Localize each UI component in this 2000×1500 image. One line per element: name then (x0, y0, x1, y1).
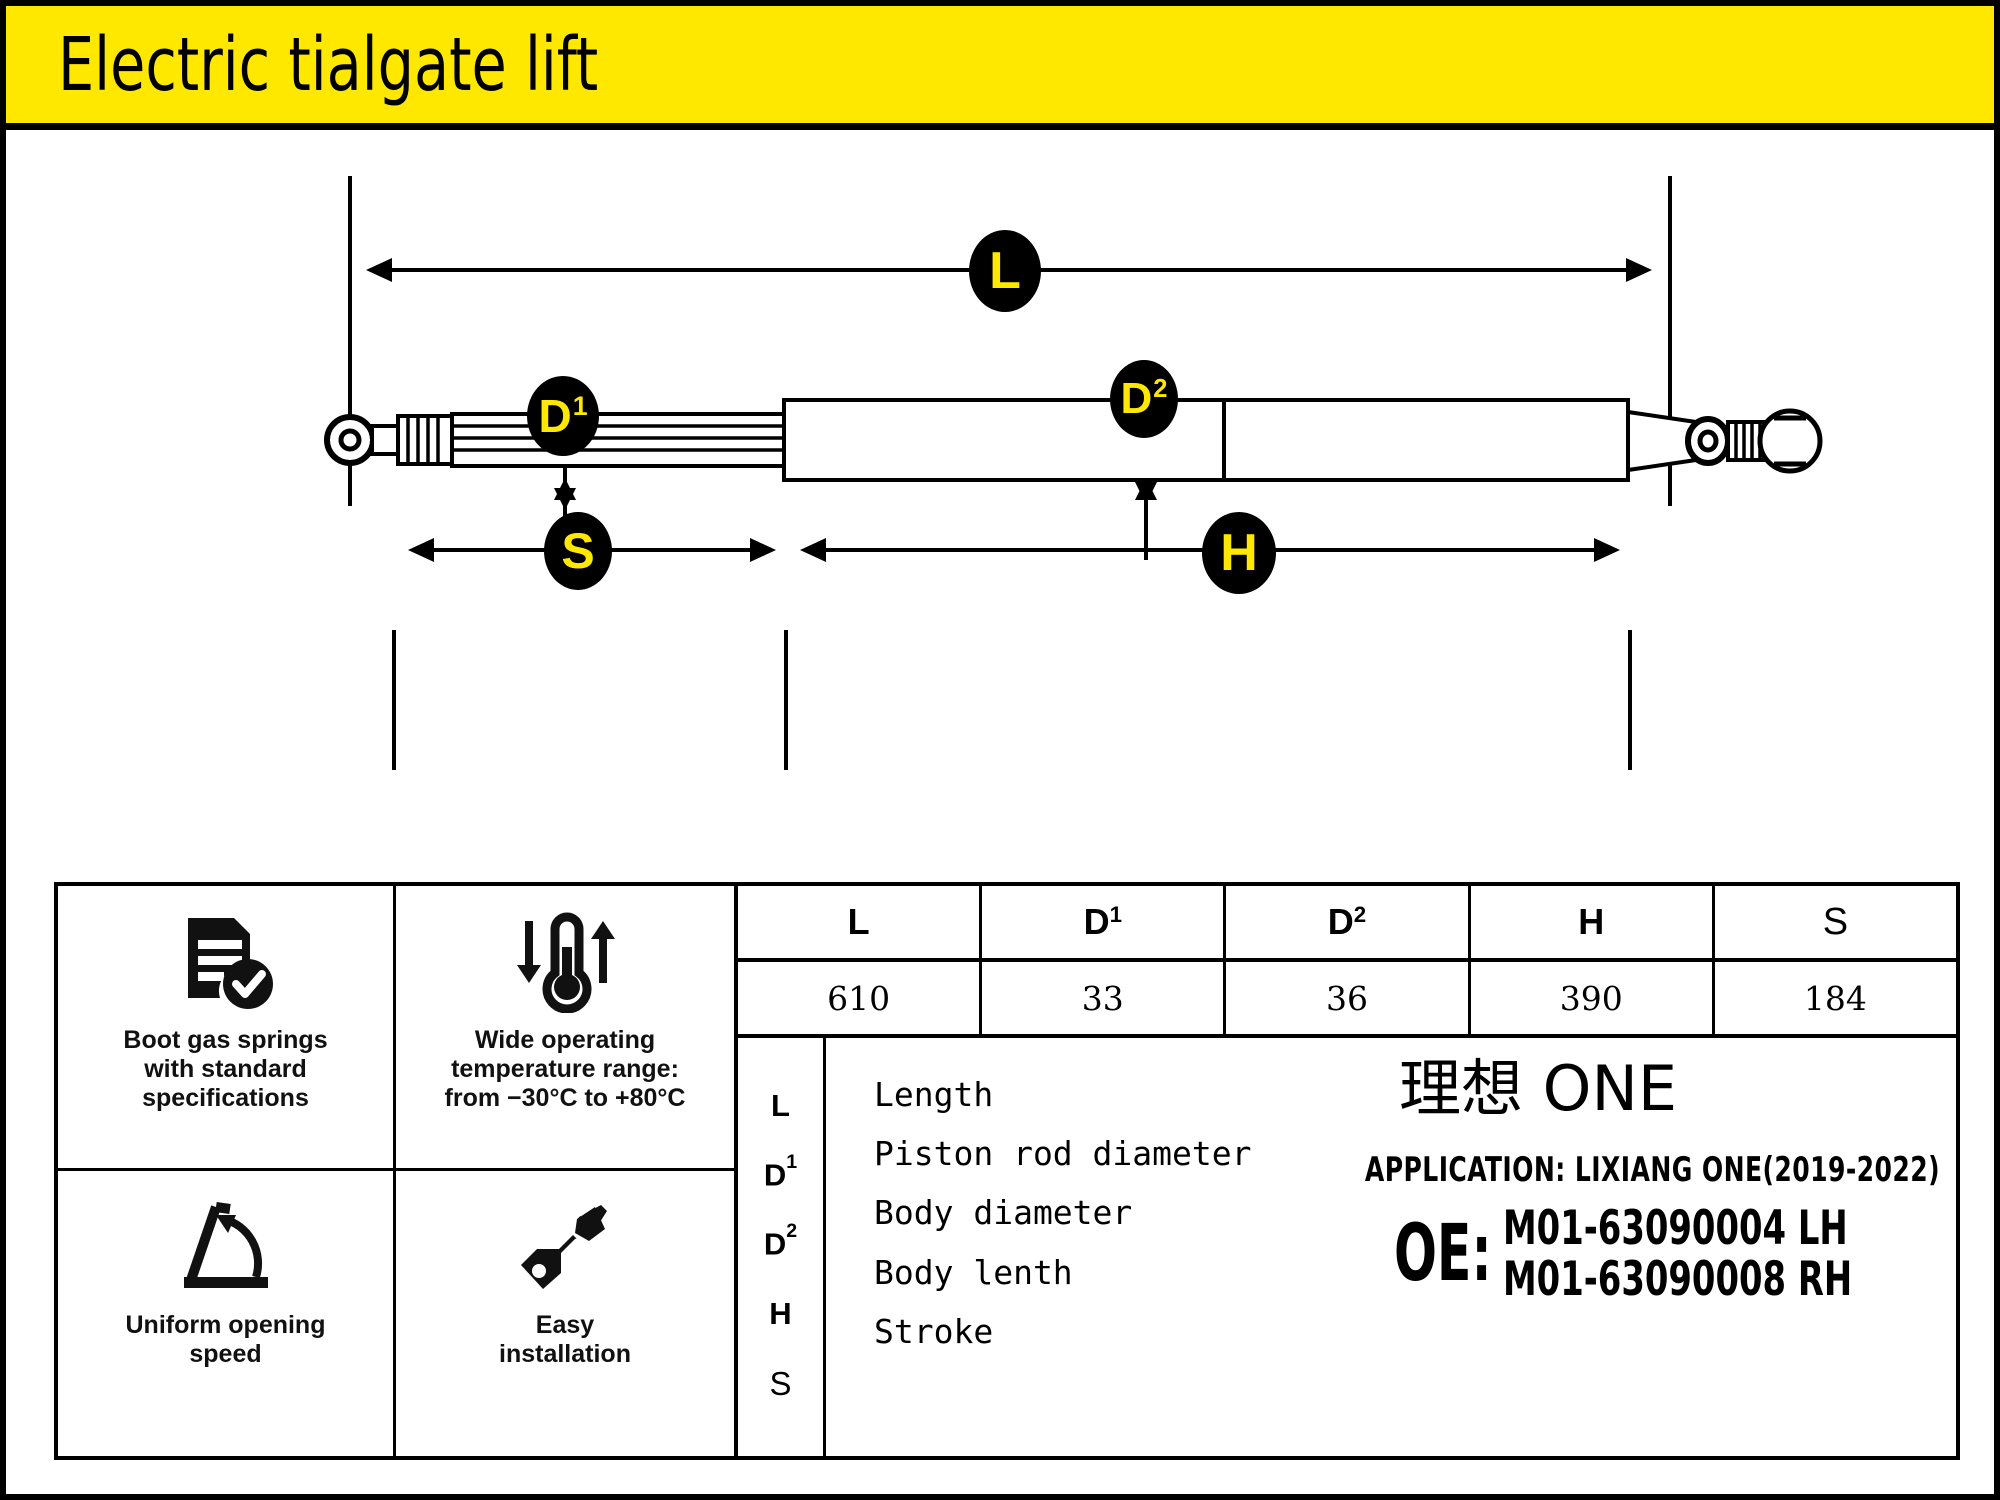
witness-line-stroke-left (392, 630, 396, 770)
spec-header-L-letter: L (847, 901, 870, 942)
wrench-icon (513, 1193, 617, 1301)
legend-key-S-letter: S (769, 1364, 792, 1402)
strut-body-rear (1222, 398, 1630, 482)
spec-value-D1: 33 (982, 962, 1227, 1034)
feature-cell-temperature-range: Wide operating temperature range: from −… (396, 886, 734, 1171)
oe-number-lh: M01-63090004 LH (1503, 1201, 1849, 1256)
opening-angle-icon (172, 1193, 280, 1301)
title-banner: Electric tialgate lift (6, 6, 1994, 130)
legend-key-D2-sup: 2 (786, 1220, 798, 1243)
spec-value-H: 390 (1471, 962, 1715, 1034)
arrowhead-S-right (750, 538, 776, 562)
spec-header-D2-sup: 2 (1353, 902, 1367, 928)
dimension-badge-L-letter: L (989, 242, 1021, 300)
arrowhead-L-left (366, 258, 392, 282)
legend-area: L D1 D2 H S (738, 1038, 1956, 1456)
leader-line-D2-bottom (1144, 498, 1148, 560)
dimension-badge-H: H (1202, 512, 1276, 594)
spec-header-H-letter: H (1578, 901, 1605, 942)
feature-label-standard-specs: Boot gas springs with standard specifica… (123, 1026, 328, 1112)
dimension-badge-D1-letter: D (538, 390, 572, 442)
brand-block: 理想 ONE APPLICATION: LIXIANG ONE(2019-202… (1180, 1058, 1940, 1306)
legend-key-D1-sup: 1 (786, 1150, 798, 1173)
dimension-badge-L: L (969, 230, 1041, 312)
arrowhead-H-right (1594, 538, 1620, 562)
legend-definition-piston-rod-diameter: Piston rod diameter (874, 1134, 1252, 1174)
legend-definition-body-diameter: Body diameter (874, 1193, 1133, 1233)
feature-cell-uniform-speed: Uniform opening speed (58, 1171, 396, 1456)
dimension-badge-D1-sup: 1 (572, 390, 588, 421)
spec-header-D1-sup: 1 (1109, 902, 1123, 928)
oe-number-rh: M01-63090008 RH (1503, 1251, 1853, 1307)
spec-header-D1-letter: D (1083, 901, 1110, 942)
oe-number-list: M01-63090004 LH M01-63090008 RH (1503, 1201, 1940, 1307)
dimension-badge-S: S (544, 512, 612, 590)
arrowhead-D1-bottom (554, 478, 576, 500)
spec-value-S: 184 (1803, 978, 1867, 1018)
brand-name: 理想 ONE (1398, 1052, 1678, 1125)
legend-definitions-and-brand: Length Piston rod diameter Body diameter… (826, 1038, 1956, 1456)
feature-grid: Boot gas springs with standard specifica… (58, 886, 738, 1456)
spec-value-D2: 36 (1226, 962, 1471, 1034)
gas-strut-illustration (324, 398, 1823, 482)
arrowhead-D2-bottom (1135, 478, 1157, 500)
feature-label-temperature-range: Wide operating temperature range: from −… (444, 1026, 686, 1112)
legend-definition-body-length: Body lenth (874, 1252, 1073, 1292)
spec-header-H: H (1471, 886, 1715, 958)
witness-line-left-outer (348, 176, 352, 506)
dimension-badge-H-letter: H (1220, 524, 1258, 582)
oe-block: OE: M01-63090004 LH M01-63090008 RH (1180, 1201, 1940, 1307)
piston-rod (450, 412, 786, 468)
legend-key-L: L (771, 1090, 790, 1121)
arrowhead-S-left (408, 538, 434, 562)
feature-label-easy-installation: Easy installation (499, 1311, 631, 1368)
piston-collar (396, 414, 454, 466)
application-line: APPLICATION: LIXIANG ONE(2019-2022) (1364, 1150, 1940, 1190)
spec-header-L: L (738, 886, 983, 958)
strut-body-front (782, 398, 1226, 482)
ball-stud-head (1757, 408, 1823, 474)
witness-line-right-outer (1668, 176, 1672, 506)
legend-key-D2-letter: D (763, 1226, 787, 1262)
dimension-badge-D2-sup: 2 (1153, 374, 1168, 403)
oe-label: OE: (1393, 1208, 1492, 1299)
spec-header-S: S (1715, 886, 1956, 958)
arrowhead-L-right (1626, 258, 1652, 282)
document-check-icon (174, 908, 278, 1016)
feature-cell-easy-installation: Easy installation (396, 1171, 734, 1456)
spec-header-D2-letter: D (1327, 901, 1354, 942)
legend-key-L-letter: L (771, 1088, 790, 1124)
page-title: Electric tialgate lift (58, 21, 599, 108)
dimension-badge-S-letter: S (561, 523, 595, 579)
feature-label-uniform-speed: Uniform opening speed (125, 1311, 326, 1368)
legend-key-H-letter: H (769, 1295, 792, 1331)
thermometer-range-icon (505, 908, 625, 1016)
info-panel: Boot gas springs with standard specifica… (54, 882, 1960, 1460)
legend-definition-column: Length Piston rod diameter Body diameter… (874, 1052, 1252, 1374)
dimension-badge-D2-letter: D (1120, 374, 1153, 423)
spec-value-row: 610 33 36 390 184 (738, 962, 1956, 1034)
witness-line-stroke-right (784, 630, 788, 770)
legend-key-D2: D2 (763, 1221, 797, 1262)
legend-definition-length: Length (874, 1075, 994, 1115)
spec-header-S-letter: S (1822, 900, 1849, 943)
spec-value-L: 610 (738, 962, 983, 1034)
feature-cell-standard-specs: Boot gas springs with standard specifica… (58, 886, 396, 1171)
legend-key-D1: D1 (763, 1152, 797, 1193)
legend-key-column: L D1 D2 H S (738, 1038, 826, 1456)
witness-line-body-right (1628, 630, 1632, 770)
arrowhead-H-left (800, 538, 826, 562)
legend-definition-stroke: Stroke (874, 1311, 994, 1351)
legend-key-S: S (769, 1367, 791, 1400)
legend-key-H: H (769, 1298, 791, 1329)
legend-key-D1-letter: D (763, 1157, 787, 1193)
